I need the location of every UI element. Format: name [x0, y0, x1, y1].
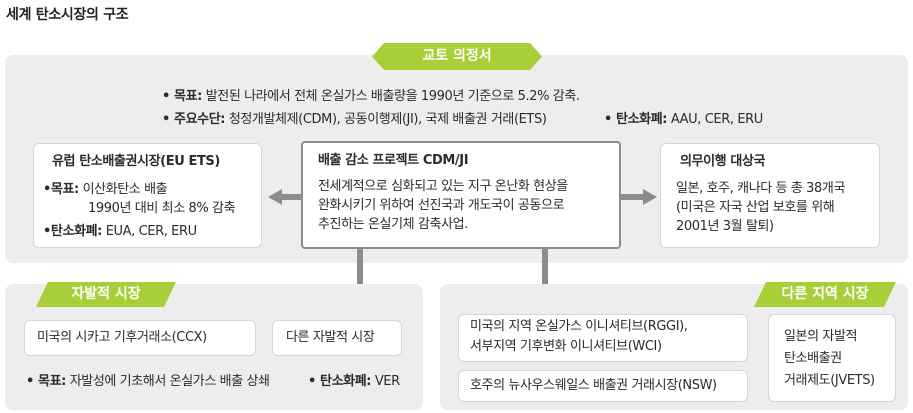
other-voluntary-label: 다른 자발적 시장: [286, 330, 375, 345]
voluntary-currency-key: • 탄소화폐:: [308, 374, 372, 389]
arrow-down-left-shaft: [357, 249, 363, 287]
eu-ets-goal-line2: 1990년 대비 최소 8% 감축: [88, 201, 236, 216]
voluntary-currency-text: VER: [374, 374, 400, 389]
kyoto-currency: • 탄소화폐: AAU, CER, ERU: [604, 111, 763, 129]
kyoto-goal: • 목표: 발전된 나라에서 전체 온실가스 배출량을 1990년 기준으로 5…: [162, 88, 580, 106]
eu-ets-currency-text: EUA, CER, ERU: [105, 224, 197, 239]
cdm-line2: 완화시키기 위하여 선진국과 개도국이 공동으로: [318, 198, 565, 213]
arrow-left-shaft: [281, 194, 301, 200]
cdm-box: [301, 141, 621, 249]
cdm-title: 배출 감소 프로젝트 CDM/JI: [318, 153, 469, 168]
jvets-line3: 거래제도(JVETS): [784, 373, 875, 388]
voluntary-goal-key: • 목표:: [26, 374, 66, 389]
kyoto-means-key: • 주요수단:: [162, 112, 226, 127]
voluntary-currency: • 탄소화폐: VER: [308, 373, 400, 391]
kyoto-tab: 교토 의정서: [372, 43, 542, 70]
kyoto-goal-text: 발전된 나라에서 전체 온실가스 배출량을 1990년 기준으로 5.2% 감축…: [205, 89, 580, 104]
obligation-title: 의무이행 대상국: [680, 154, 766, 169]
kyoto-tab-label: 교토 의정서: [422, 48, 492, 64]
voluntary-goal: • 목표: 자발성에 기초해서 온실가스 배출 상쇄: [26, 373, 270, 391]
kyoto-means: • 주요수단: 청정개발체제(CDM), 공동이행제(JI), 국제 배출권 거…: [162, 111, 547, 129]
eu-ets-goal: •목표: 이산화탄소 배출: [43, 181, 168, 199]
obligation-line1: 일본, 호주, 캐나다 등 총 38개국: [676, 181, 846, 196]
ccx-box: [24, 320, 256, 356]
voluntary-tab: 자발적 시장: [36, 282, 176, 307]
kyoto-currency-text: AAU, CER, ERU: [670, 112, 763, 127]
eu-ets-box: [33, 143, 262, 248]
eu-ets-title: 유럽 탄소배출권시장(EU ETS): [52, 154, 220, 169]
rggi-line1: 미국의 지역 온실가스 이니셔티브(RGGI),: [470, 319, 688, 334]
obligation-line2: (미국은 자국 산업 보호를 위해: [676, 200, 835, 215]
regional-tab: 다른 지역 시장: [754, 282, 896, 307]
arrow-down-right-shaft: [542, 249, 548, 287]
cdm-line3: 추진하는 온실기체 감축사업.: [318, 217, 468, 232]
obligation-line3: 2001년 3월 탈퇴): [676, 219, 774, 234]
jvets-line2: 탄소배출권: [784, 351, 842, 366]
rggi-line2: 서부지역 기후변화 이니셔티브(WCI): [470, 339, 662, 354]
other-voluntary-box: [272, 320, 402, 356]
arrow-left-head: [268, 189, 282, 205]
jvets-line1: 일본의 자발적: [784, 329, 858, 344]
obligation-box: [660, 143, 880, 248]
eu-ets-goal-line1: 이산화탄소 배출: [82, 182, 168, 197]
voluntary-goal-text: 자발성에 기초해서 온실가스 배출 상쇄: [69, 374, 270, 389]
nsw-label: 호주의 뉴사우스웨일스 배출권 거래시장(NSW): [470, 378, 717, 393]
eu-ets-currency: •탄소화폐: EUA, CER, ERU: [43, 223, 197, 241]
kyoto-means-text: 청정개발체제(CDM), 공동이행제(JI), 국제 배출권 거래(ETS): [228, 112, 547, 127]
eu-ets-goal-key: •목표:: [43, 182, 79, 197]
ccx-label: 미국의 시카고 기후거래소(CCX): [37, 330, 207, 345]
eu-ets-currency-key: •탄소화폐:: [43, 224, 102, 239]
arrow-right-shaft: [621, 194, 643, 200]
kyoto-goal-key: • 목표:: [162, 89, 202, 104]
nsw-box: [458, 370, 748, 402]
voluntary-tab-label: 자발적 시장: [71, 286, 141, 302]
jvets-box: [768, 314, 896, 402]
rggi-box: [458, 314, 748, 362]
regional-tab-label: 다른 지역 시장: [781, 286, 869, 302]
cdm-line1: 전세계적으로 심화되고 있는 지구 온난화 현상을: [318, 179, 568, 194]
page-title: 세계 탄소시장의 구조: [6, 7, 129, 23]
arrow-right-head: [643, 189, 657, 205]
kyoto-currency-key: • 탄소화폐:: [604, 112, 668, 127]
